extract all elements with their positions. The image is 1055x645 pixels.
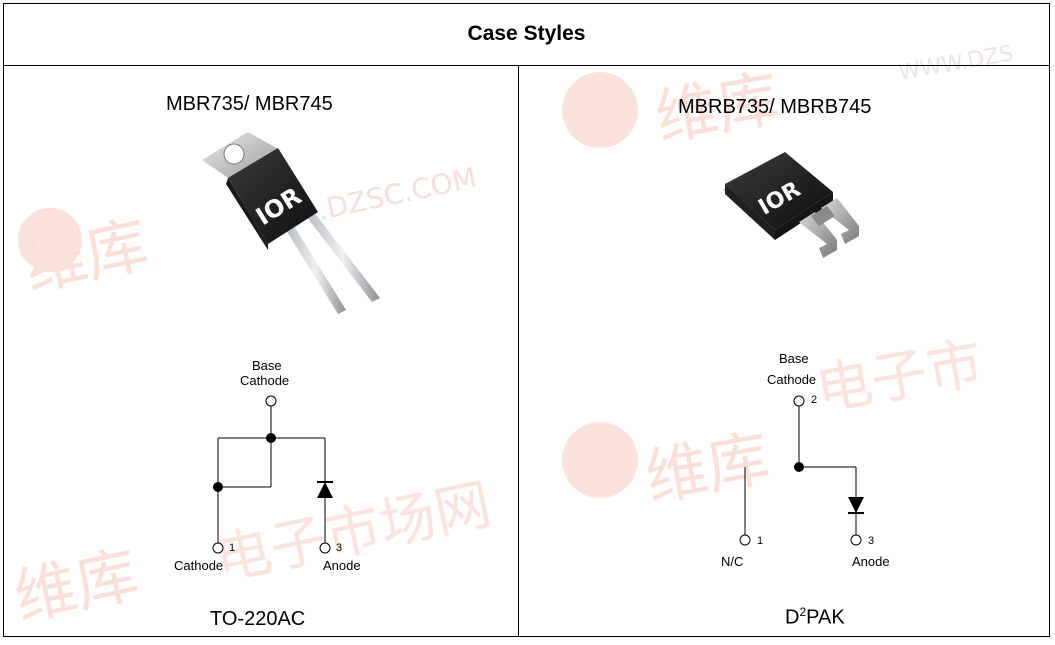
- left-pin1-number: 1: [229, 542, 236, 554]
- right-pin3-number: 3: [868, 535, 875, 547]
- right-package-suffix: PAK: [806, 606, 845, 629]
- left-pin1-label: Cathode: [174, 558, 224, 573]
- table-frame: [3, 3, 1050, 637]
- left-pin3-label: Anode: [323, 558, 361, 573]
- right-package-sup: 2: [799, 605, 807, 619]
- right-pin1-label: N/C: [721, 554, 744, 569]
- right-package-name: D2PAK: [785, 605, 845, 630]
- right-package-prefix: D: [785, 606, 800, 629]
- d2pak-package-image: IOR: [715, 140, 885, 295]
- right-pin1-number: 1: [757, 535, 764, 547]
- right-base-label: Base: [779, 351, 809, 366]
- right-part-number: MBRB735/ MBRB745: [678, 96, 872, 118]
- left-part-number: MBR735/ MBR745: [166, 93, 333, 115]
- left-base-label: Base: [252, 358, 282, 373]
- right-cathode-label-top: Cathode: [767, 372, 817, 387]
- left-cathode-label-top: Cathode: [240, 373, 290, 388]
- header-title: Case Styles: [467, 22, 586, 45]
- left-package-name: TO-220AC: [210, 608, 306, 630]
- left-pin3-number: 3: [336, 542, 343, 554]
- to220-package-image: IOR: [190, 120, 410, 325]
- header-row: Case Styles: [3, 3, 1050, 66]
- right-pin2-number: 2: [811, 394, 818, 406]
- column-divider: [518, 66, 519, 637]
- right-pin3-label: Anode: [852, 554, 890, 569]
